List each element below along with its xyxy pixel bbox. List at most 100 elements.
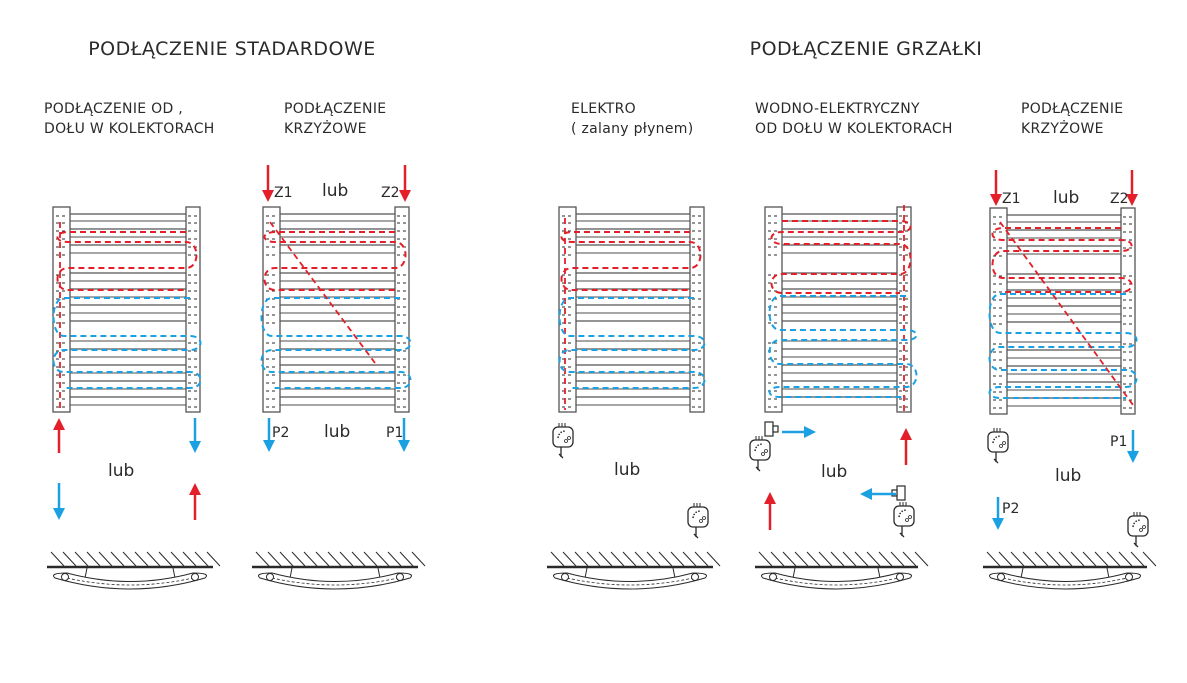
wall-hatch (646, 551, 661, 567)
wall-hatch (986, 551, 1001, 567)
arrow-head (189, 441, 201, 453)
radiator-right-collector (689, 206, 705, 413)
wall-hatch (1070, 551, 1085, 567)
heater-icon (1127, 512, 1149, 548)
supply-flow-path (991, 227, 1133, 293)
heater-button (761, 452, 765, 456)
return-flow-path (52, 297, 202, 389)
radiator-panel-1 (52, 206, 201, 413)
heater-dial (898, 509, 908, 518)
panel4-caption-line1: WODNO-ELEKTRYCZNY (755, 101, 920, 117)
heater-icon (687, 503, 709, 539)
panel3-caption-line2: ( zalany płynem) (571, 121, 693, 137)
radiator-right-collector (185, 206, 201, 413)
wall-hatch (586, 551, 601, 567)
return-arrow-down-p2 (263, 418, 275, 452)
wall-hatch (146, 551, 161, 567)
heater-body (687, 506, 709, 528)
wall-hatch (1094, 551, 1109, 567)
heater-dial (992, 435, 1002, 444)
supply-arrow-up (189, 483, 201, 520)
wall-bracket (792, 567, 796, 579)
panel2-caption-line2: KRZYŻOWE (284, 119, 367, 137)
wall-panel-2 (252, 551, 426, 590)
radiator-valve (266, 573, 274, 581)
supply-flow-path (770, 220, 912, 294)
heater-button (564, 439, 568, 443)
panel5-caption-line1: PODŁĄCZENIE (1021, 101, 1123, 117)
wall-hatch (387, 551, 402, 567)
arrow-head (764, 492, 776, 504)
panel4-or-label: lub (821, 462, 847, 482)
wall-hatch (62, 551, 77, 567)
radiator-valve (896, 573, 904, 581)
wall-hatch (255, 551, 270, 567)
heater-body (1127, 515, 1149, 537)
radiator-valve (769, 573, 777, 581)
wall-hatch (830, 551, 845, 567)
wall-hatch (902, 551, 917, 567)
arrow-head (804, 426, 816, 438)
wall-hatch (399, 551, 414, 567)
radiator-top-view-dash (66, 577, 194, 586)
panel2-z2-label: Z2 (381, 185, 400, 201)
wall-hatch (98, 551, 113, 567)
supply-arrow-down-z1 (990, 170, 1002, 206)
return-flow-path (558, 297, 706, 389)
heater-button (1139, 528, 1143, 532)
panel4-caption-line2: OD DOŁU W KOLEKTORACH (755, 121, 953, 137)
tee-connector (764, 421, 774, 437)
wall-hatch (339, 551, 354, 567)
heater-body (987, 431, 1009, 453)
supply-flow-path (560, 231, 702, 291)
arrow-head (1127, 451, 1139, 463)
panel5-p1-label: P1 (1110, 434, 1127, 450)
tee-outlet (772, 425, 779, 433)
wall-hatch (842, 551, 857, 567)
radiator-top-view (553, 572, 707, 590)
panel5-or-top-label: lub (1053, 188, 1079, 208)
wall-hatch (86, 551, 101, 567)
wall-panel-5 (983, 551, 1157, 590)
wall-hatch (706, 551, 721, 567)
wall-panel-4 (755, 551, 929, 590)
heater-icon (987, 428, 1009, 464)
heater-dial (557, 430, 567, 439)
radiator-valve (191, 573, 199, 581)
return-arrow-down (53, 483, 65, 520)
wall-hatch (634, 551, 649, 567)
radiator-panel-2 (262, 206, 410, 413)
heater-cable (755, 460, 761, 472)
heater-icon (552, 423, 574, 459)
arrow-head (189, 483, 201, 495)
wall-bracket (1106, 567, 1110, 579)
heater-cable (1133, 536, 1139, 548)
wall-hatch (806, 551, 821, 567)
radiator-panel-3 (558, 206, 705, 413)
wall-hatch (598, 551, 613, 567)
return-arrow-down-p2 (992, 497, 1004, 530)
panel2-p1-label: P1 (386, 425, 403, 441)
heater-dial (754, 443, 764, 452)
wall-hatch (182, 551, 197, 567)
wall-hatch (375, 551, 390, 567)
panel1-caption-line2: DOŁU W KOLEKTORACH (44, 121, 215, 137)
return-arrow-down (189, 418, 201, 453)
radiator-valve (1125, 573, 1133, 581)
arrow-head (860, 488, 872, 500)
radiator-top-view-dash (1002, 577, 1128, 586)
heater-button (764, 449, 768, 453)
supply-arrow-down-z2 (1126, 170, 1138, 206)
wall-hatch (74, 551, 89, 567)
radiator-valve (561, 573, 569, 581)
radiator-top-view (989, 572, 1141, 590)
radiator-left-collector (764, 206, 783, 413)
wall-bracket (377, 567, 381, 579)
wall-hatch (315, 551, 330, 567)
arrow-head (990, 194, 1002, 206)
panel2-or-bottom-label: lub (324, 422, 350, 442)
panel3-caption-line1: ELEKTRO (571, 101, 636, 117)
wall-hatch (1058, 551, 1073, 567)
heater-cable (558, 447, 564, 459)
radiator-top-view-dash (271, 577, 399, 586)
